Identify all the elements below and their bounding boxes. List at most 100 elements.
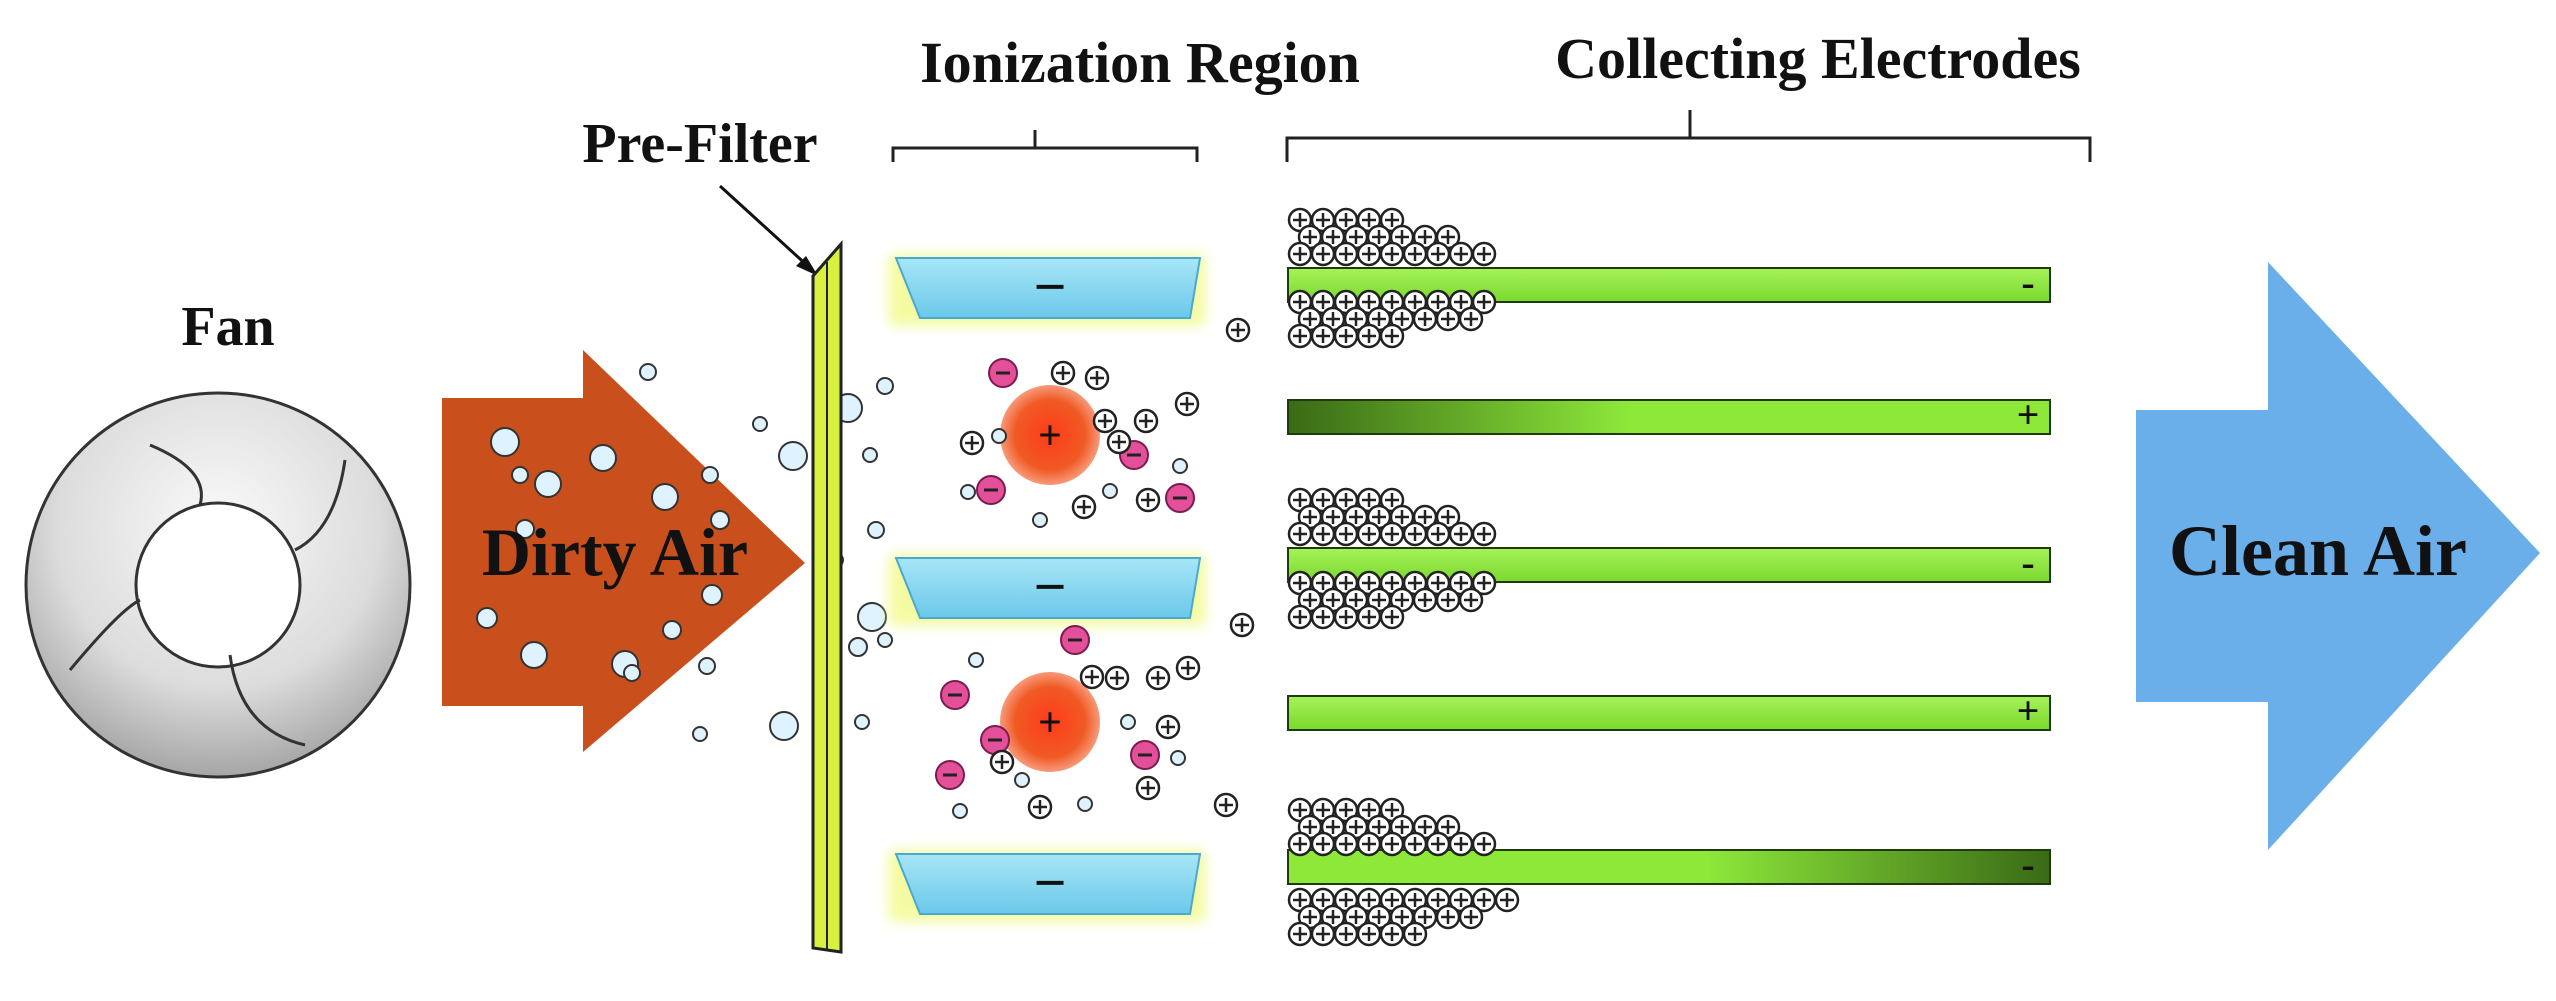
- charged-particle: [1458, 587, 1484, 613]
- dust-particles-loose: [639, 363, 894, 742]
- charged-particle: [1425, 241, 1451, 267]
- collected-particles: [1287, 207, 1520, 947]
- dust-particle: [534, 470, 562, 498]
- dust-particle: [701, 466, 719, 484]
- charged-particle: [1389, 904, 1415, 930]
- negative-ion: [940, 680, 970, 710]
- emitter-sign: +: [1038, 413, 1062, 459]
- charged-particle: [1402, 831, 1428, 857]
- pre-filter-label: Pre-Filter: [582, 113, 817, 175]
- dust-particle: [515, 519, 535, 539]
- charged-particle: [1471, 289, 1497, 315]
- charged-particle: [1310, 921, 1336, 947]
- charged-particle: [1412, 306, 1438, 332]
- charged-particle: [1297, 306, 1323, 332]
- charged-particle: [1084, 365, 1110, 391]
- ionization-region-brace: [891, 130, 1199, 162]
- charged-particle: [1448, 887, 1474, 913]
- emitter-wire: +: [1000, 385, 1100, 485]
- dust-particle: [1120, 714, 1136, 730]
- emitter-sign: +: [1038, 700, 1062, 746]
- charged-particle: [1297, 504, 1323, 530]
- pre-filter: [811, 240, 843, 954]
- charged-particle: [1471, 521, 1497, 547]
- ionization-particles: ++: [935, 317, 1255, 820]
- charged-particle: [1379, 604, 1405, 630]
- charged-particle: [1435, 904, 1461, 930]
- collecting-electrodes-label: Collecting Electrodes: [1555, 26, 2081, 91]
- collecting-electrodes-brace: [1285, 110, 2092, 162]
- charged-particle: [1104, 665, 1130, 691]
- ionizer-plates: −−−: [888, 254, 1206, 922]
- negative-ion: [1130, 740, 1160, 770]
- charged-particle: [1435, 587, 1461, 613]
- dust-particle: [778, 441, 808, 471]
- negative-ion: [1165, 483, 1195, 513]
- dust-particle: [752, 416, 768, 432]
- dust-particle: [511, 466, 529, 484]
- dust-particle: [623, 664, 641, 682]
- collecting-electrodes: -+-+-: [1287, 260, 2051, 887]
- charged-particle: [1310, 570, 1336, 596]
- emitter-wire: +: [1000, 672, 1100, 772]
- dust-particle: [710, 510, 730, 530]
- ionizer-plate: −: [888, 254, 1206, 326]
- charged-particle: [1310, 831, 1336, 857]
- charged-particle: [1287, 323, 1313, 349]
- dust-particle: [968, 652, 984, 668]
- dust-particle: [1014, 772, 1030, 788]
- dust-particle: [589, 444, 617, 472]
- dust-particle: [991, 428, 1007, 444]
- dust-particle: [848, 637, 868, 657]
- charged-particle: [1310, 521, 1336, 547]
- charged-particle: [1448, 521, 1474, 547]
- charged-particle: [1333, 604, 1359, 630]
- dust-particle: [876, 377, 894, 395]
- dust-particle: [877, 632, 893, 648]
- ionization-region-label: Ionization Region: [920, 30, 1360, 95]
- charged-particle: [1356, 241, 1382, 267]
- charged-particle: [1425, 521, 1451, 547]
- charged-particle: [1379, 521, 1405, 547]
- charged-particle: [1229, 612, 1255, 638]
- charged-particle: [1174, 391, 1200, 417]
- dust-particle: [1170, 750, 1186, 766]
- charged-particle: [1333, 831, 1359, 857]
- charged-particle: [1458, 306, 1484, 332]
- charged-particle: [1356, 487, 1382, 513]
- pre-filter-pointer: [718, 184, 812, 270]
- charged-particle: [1379, 797, 1405, 823]
- charged-particle: [1225, 317, 1251, 343]
- ionizer-plate-sign: −: [1033, 850, 1066, 915]
- dust-particle: [651, 483, 679, 511]
- charged-particle: [1356, 521, 1382, 547]
- charged-particle: [1448, 831, 1474, 857]
- dust-particle: [862, 447, 878, 463]
- dust-particle: [952, 803, 968, 819]
- collecting-electrode: +: [1287, 392, 2051, 437]
- dust-particle: [520, 641, 548, 669]
- negative-ion: [980, 725, 1010, 755]
- charged-particle: [1435, 814, 1461, 840]
- dust-particle: [854, 714, 870, 730]
- dust-particles-in-arrow: [476, 427, 730, 682]
- charged-particle: [1145, 665, 1171, 691]
- charged-particle: [1435, 306, 1461, 332]
- charged-particle: [1471, 570, 1497, 596]
- charged-particle: [1412, 224, 1438, 250]
- charged-particle: [1389, 504, 1415, 530]
- charged-particle: [989, 749, 1015, 775]
- fan-label: Fan: [181, 296, 274, 358]
- electrode-sign: -: [2021, 260, 2034, 305]
- charged-particle: [1494, 887, 1520, 913]
- charged-particle: [1320, 306, 1346, 332]
- dust-particle: [1032, 512, 1048, 528]
- charged-particle: [1333, 521, 1359, 547]
- electrode-sign: -: [2021, 540, 2034, 585]
- dust-particle: [960, 484, 976, 500]
- dust-particle: [639, 363, 657, 381]
- charged-particle: [1379, 289, 1405, 315]
- charged-particle: [1435, 224, 1461, 250]
- charged-particle: [1287, 241, 1313, 267]
